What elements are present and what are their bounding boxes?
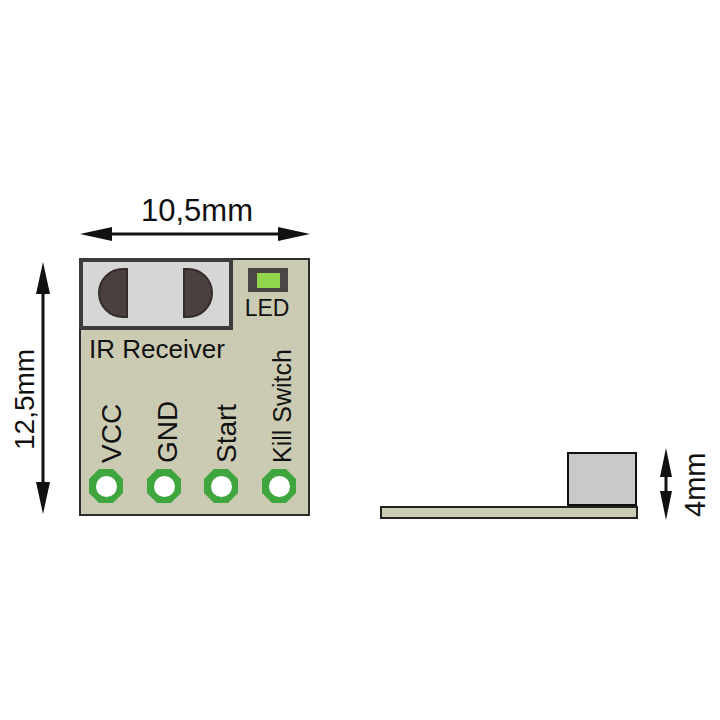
pin-label-start: Start — [213, 404, 241, 463]
dimension-width-label: 10,5mm — [141, 195, 253, 226]
pcb-board-side-view — [380, 506, 638, 519]
led-component — [248, 268, 288, 292]
ir-receiver-side-view — [567, 452, 637, 506]
led-die — [257, 273, 280, 288]
dimension-height-label: 12,5mm — [11, 349, 39, 450]
pad-gnd — [147, 469, 181, 503]
pad-hole — [96, 476, 117, 497]
pin-label-vcc: VCC — [98, 404, 126, 463]
pad-hole — [211, 476, 232, 497]
pad-hole — [269, 476, 290, 497]
ir-receiver-label: IR Receiver — [89, 334, 225, 365]
led-label: LED — [237, 295, 297, 322]
pad-start — [204, 469, 238, 503]
pad-hole — [154, 476, 175, 497]
pin-label-kill-switch: Kill Switch — [270, 349, 295, 463]
dimension-thickness-label: 4mm — [681, 453, 710, 517]
pad-vcc — [89, 469, 123, 503]
pin-label-gnd: GND — [154, 401, 182, 463]
pad-kill-switch — [262, 469, 296, 503]
